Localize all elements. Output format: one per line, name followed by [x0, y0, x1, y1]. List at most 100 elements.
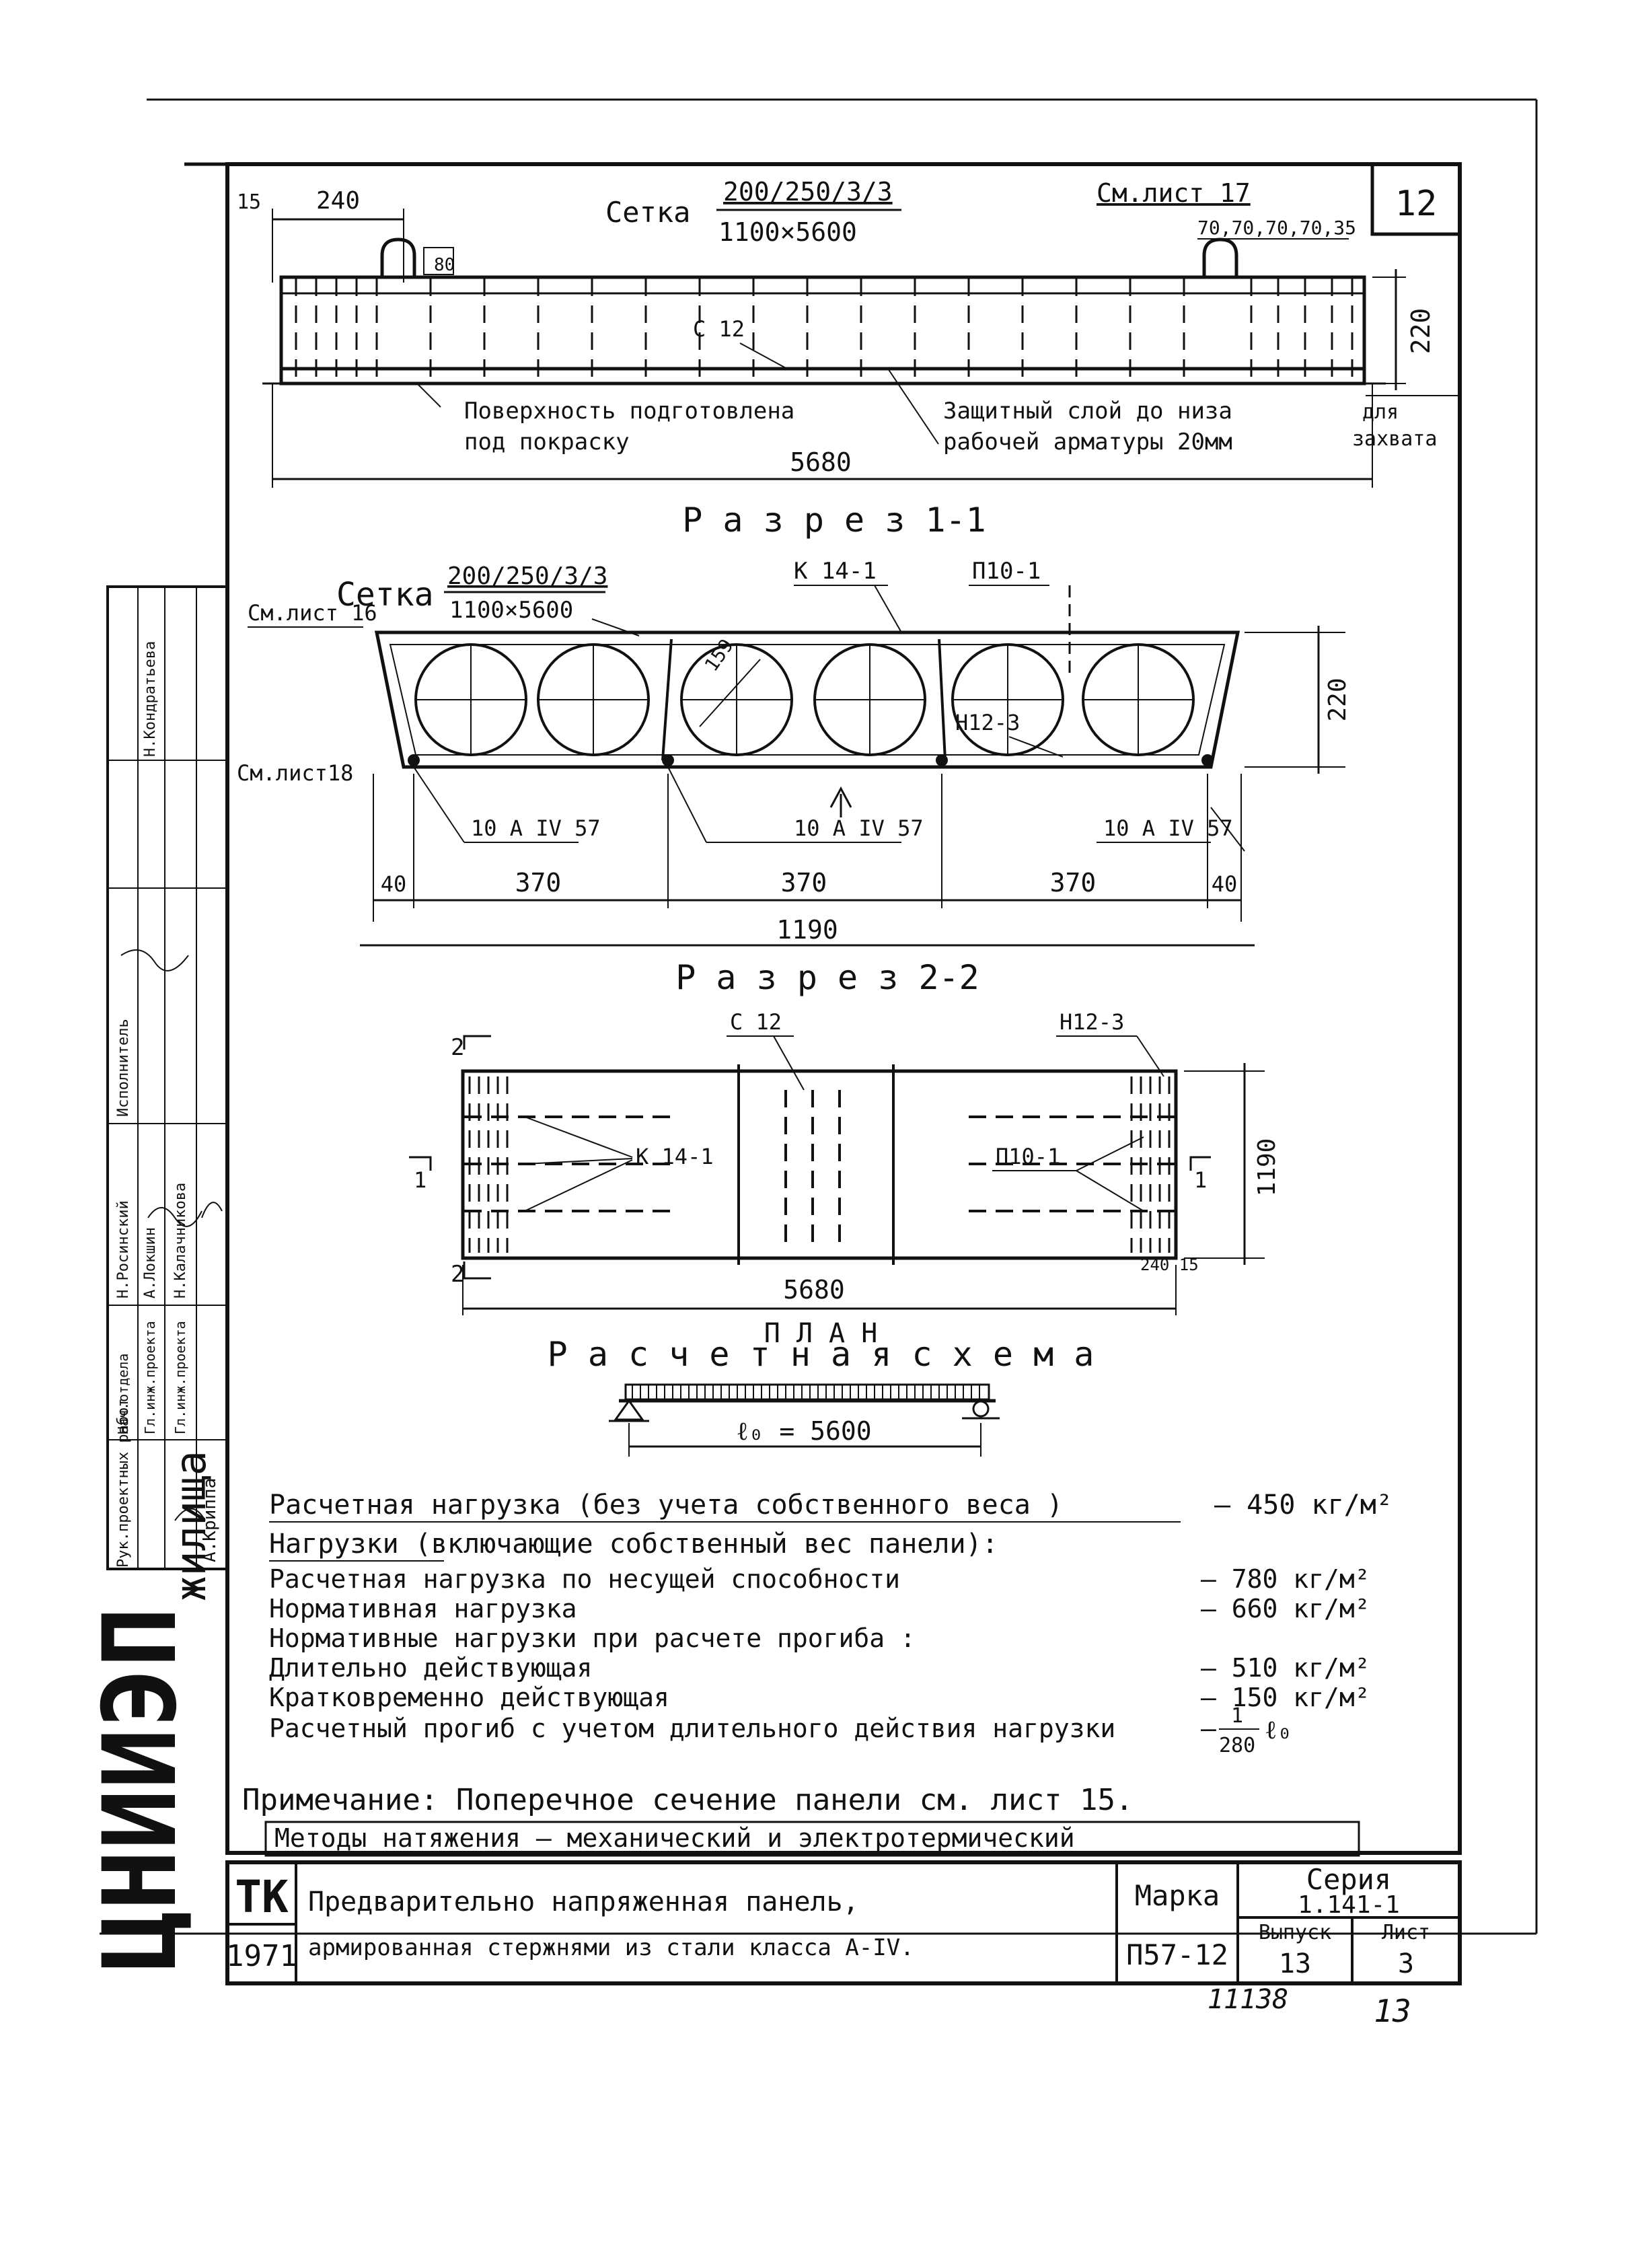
leader: [413, 766, 465, 843]
leader: [667, 766, 707, 843]
prestressed-bar: [408, 754, 420, 766]
loads-block: Расчетная нагрузка (без учета собственно…: [269, 1490, 1393, 1757]
pin-support: [614, 1399, 644, 1421]
plan-outline: [461, 1069, 1178, 1260]
dim-80: 80: [434, 255, 455, 275]
methods-box: [264, 1821, 1360, 1857]
dim-1190-11: 1190: [776, 915, 838, 945]
inventory-number: 11138: [1208, 1984, 1288, 2015]
signature-mark: [174, 1508, 206, 1521]
stamp-role: Нач.отдела: [115, 1354, 131, 1434]
load-line1-value: — 450 кг/м²: [1214, 1490, 1393, 1521]
sheet-number: 12: [1395, 184, 1438, 224]
side-stamp: Рук.проектных работ А.Криппа Нач.отдела …: [82, 585, 229, 1971]
stamp-name: Н.Кондратьева: [142, 641, 159, 757]
deflection-dash: —: [1201, 1714, 1216, 1743]
mesh-spec-num-11: 200/250/3/3: [447, 562, 607, 590]
grip-1: для: [1362, 400, 1399, 424]
load-line2-label: Нагрузки (включающие собственный вес пан…: [269, 1529, 998, 1560]
prestressed-bar: [936, 754, 948, 766]
see-sheet-18: См.лист18: [237, 760, 353, 786]
plan-end-hatching: [468, 1076, 1171, 1253]
cut-mark-left: [409, 1156, 432, 1171]
leader: [887, 368, 939, 445]
loop-p-22: П10-1: [996, 1144, 1060, 1169]
calc-scheme: Р а с ч е т н а я с х е м а ℓ₀ = 5600: [548, 1335, 1095, 1457]
dim-5680: 5680: [790, 447, 852, 477]
sheet-value: 3: [1398, 1948, 1414, 1979]
stirrups: [295, 279, 1353, 382]
cut-mark-right: [1189, 1156, 1211, 1171]
stamp-role: Гл.инж.проекта: [172, 1321, 188, 1434]
institute-sub: жилища: [166, 1451, 215, 1601]
bar-left: 10 А IV 57: [471, 815, 601, 841]
leader: [874, 585, 902, 633]
leader: [416, 383, 441, 408]
frame-k-11: К 14-1: [794, 558, 877, 585]
dim-240: 240: [316, 187, 360, 215]
note-surface-1: Поверхность подготовлена: [464, 398, 794, 425]
title-line2: армированная стержнями из стали класса А…: [308, 1934, 914, 1961]
dim-15: 15: [237, 190, 261, 214]
loop-p-11: П10-1: [972, 558, 1041, 585]
issue-value: 13: [1279, 1948, 1311, 1979]
marka-label: Марка: [1135, 1879, 1220, 1912]
calc-title: Р а с ч е т н а я с х е м а: [548, 1335, 1095, 1374]
see-sheet-17: См.лист 17: [1097, 178, 1251, 208]
dim-370-b: 370: [781, 868, 827, 898]
mesh-h-22: Н12-3: [1060, 1009, 1124, 1035]
dim-40-right: 40: [1212, 871, 1238, 897]
load-row-label: Расчетная нагрузка по несущей способност…: [269, 1564, 900, 1594]
title-block: ТК 1971 Предварительно напряженная панел…: [225, 1860, 1462, 1985]
note-surface-2: под покраску: [464, 429, 630, 455]
dim-370-a: 370: [515, 868, 562, 898]
leader: [1076, 1170, 1144, 1212]
rib-1: [661, 638, 673, 761]
dia-leader: [699, 659, 761, 727]
section-1-1: Р а з р е з 1-1 Сетка 200/250/3/3 1100×5…: [237, 501, 1351, 947]
arrow-up-head: [829, 786, 852, 808]
hole-dia: 159: [700, 635, 738, 675]
dim-40-left: 40: [381, 871, 407, 897]
load-row-value: — 150 кг/м²: [1201, 1683, 1370, 1712]
load-row-label: Нормативная нагрузка: [269, 1594, 577, 1623]
leader: [524, 1158, 633, 1165]
small-dims: 70,70,70,70,35: [1197, 217, 1356, 239]
stamp-role: Гл.инж.проекта: [142, 1321, 158, 1434]
load-row-value: — 780 кг/м²: [1201, 1564, 1370, 1594]
deflection-num: 1: [1231, 1704, 1243, 1728]
section-11-title: Р а з р е з 1-1: [682, 501, 986, 540]
prestressed-bar: [662, 754, 674, 766]
sheet-number-box: [1370, 162, 1462, 236]
voids: [414, 643, 1195, 756]
load-row-value: — 660 кг/м²: [1201, 1594, 1370, 1623]
span-label: ℓ₀ = 5600: [736, 1416, 871, 1446]
stamp-role: Исполнитель: [115, 1019, 132, 1117]
note-cover-1: Защитный слой до низа: [943, 398, 1232, 425]
deflection-label: Расчетный прогиб с учетом длительного де…: [269, 1714, 1115, 1743]
marka-value: П57-12: [1126, 1938, 1228, 1971]
grip-2: захвата: [1352, 427, 1437, 451]
mark-1-left: 1: [414, 1167, 426, 1193]
bar-c12-22: С 12: [730, 1009, 782, 1035]
dim-220: 220: [1406, 308, 1436, 355]
mark-2-top: 2: [451, 1034, 464, 1061]
bar-right: 10 А IV 57: [1103, 815, 1233, 841]
leader: [773, 1035, 805, 1091]
series-label: Серия: [1306, 1863, 1391, 1896]
leader: [524, 1116, 633, 1158]
load-line1-label: Расчетная нагрузка (без учета собственно…: [269, 1490, 1063, 1521]
frame-k-22: К 14-1: [636, 1144, 714, 1169]
mark-2-bottom: 2: [451, 1261, 464, 1288]
leader: [1008, 736, 1064, 758]
section-22-title: Р а з р е з 2-2: [675, 958, 979, 997]
dim-240-15: 240 15: [1140, 1255, 1199, 1274]
series-value: 1.141-1: [1298, 1891, 1400, 1919]
stamp-role: Рук.проектных работ: [115, 1398, 132, 1568]
lifting-loop-right: [1202, 237, 1238, 277]
load-row-label: Длительно действующая: [269, 1653, 592, 1683]
dim-80-box: [423, 247, 454, 275]
mesh-spec-num: 200/250/3/3: [723, 177, 893, 207]
bar-mid: 10 А IV 57: [794, 815, 924, 841]
